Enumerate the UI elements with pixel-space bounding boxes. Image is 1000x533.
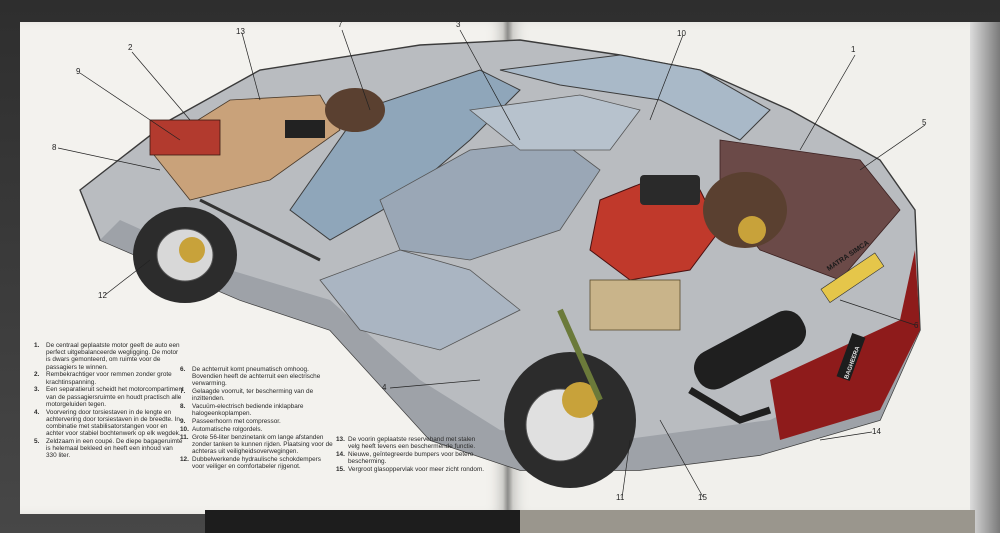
legend-item: 6. De achterruit komt pneumatisch omhoog.… bbox=[180, 366, 334, 388]
legend-item: 7. Gelaagde voorruit, ter bescherming van… bbox=[180, 388, 334, 402]
legend-number: 7. bbox=[180, 388, 186, 396]
legend-number: 12. bbox=[180, 456, 189, 463]
legend-number: 4. bbox=[34, 408, 40, 416]
legend-number: 5. bbox=[34, 438, 40, 446]
rear-seats bbox=[469, 94, 641, 151]
bottom-shadow bbox=[205, 510, 535, 533]
front-left-wheel bbox=[133, 207, 237, 303]
muffler bbox=[693, 310, 807, 390]
callout-10: 10 bbox=[677, 29, 686, 38]
background-edge bbox=[970, 22, 1000, 533]
legend-text: De achterruit komt pneumatisch omhoog. B… bbox=[192, 366, 321, 388]
rear-plate bbox=[820, 252, 885, 303]
legend-item: 9. Passeerhoorn met compressor. bbox=[180, 418, 334, 425]
callout-2: 2 bbox=[128, 43, 133, 52]
legend-text: De voorin geplaatste reserveband met sta… bbox=[348, 436, 476, 451]
legend-text: Passeerhoorn met compressor. bbox=[192, 418, 281, 426]
legend-item: 10.Automatische rolgordels. bbox=[180, 426, 334, 433]
legend-number: 6. bbox=[180, 366, 186, 373]
legend-item: 1. De centraal geplaatste motor geeft de … bbox=[34, 342, 184, 371]
legend-item: 15.Vergroot glasoppervlak voor meer zich… bbox=[336, 466, 486, 473]
lower-seats bbox=[319, 249, 521, 351]
legend-item: 4. Voorvering door torsiestaven in de len… bbox=[34, 409, 184, 438]
bottom-surface bbox=[520, 510, 975, 533]
tail-light bbox=[770, 250, 920, 440]
rear-glass bbox=[499, 54, 771, 141]
callout-4: 4 bbox=[382, 383, 387, 392]
legend-text: Dubbelwerkende hydraulische schokdempers… bbox=[192, 456, 321, 471]
legend-number: 3. bbox=[34, 386, 40, 394]
rear-left-wheel bbox=[703, 172, 787, 248]
callout-14: 14 bbox=[872, 427, 881, 436]
legend-text: Een separatieruit scheidt het motorcompa… bbox=[46, 386, 184, 408]
legend-item: 13.De voorin geplaatste reserveband met … bbox=[336, 436, 486, 450]
rear-right-wheel bbox=[504, 352, 636, 488]
legend-item: 12.Dubbelwerkende hydraulische schokdemp… bbox=[180, 456, 334, 470]
callout-9: 9 bbox=[76, 67, 81, 76]
legend-text: Grote 56-liter benzinetank om lange afst… bbox=[192, 433, 333, 456]
legend-number: 13. bbox=[336, 436, 345, 443]
legend-number: 2. bbox=[34, 371, 40, 379]
legend-number: 1. bbox=[34, 342, 40, 349]
brake-booster bbox=[149, 119, 221, 156]
legend-item: 8. Vacuüm-electrisch bediende inklapbare … bbox=[180, 403, 334, 417]
leader-lines bbox=[57, 29, 926, 499]
air-filter bbox=[640, 175, 700, 205]
legend-item: 11.Grote 56-liter benzinetank om lange a… bbox=[180, 434, 334, 456]
callout-12: 12 bbox=[98, 291, 107, 300]
callout-11: 11 bbox=[616, 493, 625, 502]
legend-number: 15. bbox=[336, 466, 345, 473]
legend-text: Gelaagde voorruit, ter bescherming van d… bbox=[192, 388, 314, 403]
legend-text: Nieuwe, geïntegreerde bumpers voor beter… bbox=[348, 451, 474, 466]
legend-number: 8. bbox=[180, 403, 186, 411]
callout-3: 3 bbox=[456, 20, 461, 29]
legend-text: Vacuüm-electrisch bediende inklapbare ha… bbox=[192, 403, 304, 418]
callout-8: 8 bbox=[52, 143, 57, 152]
legend-text: De centraal geplaatste motor geeft de au… bbox=[46, 342, 180, 371]
callout-1: 1 bbox=[851, 45, 856, 54]
front-torsion-bar bbox=[199, 198, 321, 262]
battery bbox=[285, 120, 325, 138]
legend-item: 2. Rembekrachtiger voor remmen zonder gro… bbox=[34, 371, 184, 385]
legend-column-2: 6. De achterruit komt pneumatisch omhoog.… bbox=[180, 366, 334, 471]
legend-item: 14.Nieuwe, geïntegreerde bumpers voor be… bbox=[336, 451, 486, 465]
legend-number: 14. bbox=[336, 451, 345, 458]
legend-item: 5. Zeldzaam in een coupé. De diepe bagage… bbox=[34, 438, 184, 460]
callout-6: 6 bbox=[914, 321, 919, 330]
exhaust-pipe bbox=[688, 386, 772, 424]
legend-text: Zeldzaam in een coupé. De diepe bagageru… bbox=[46, 438, 183, 460]
legend-number: 11. bbox=[180, 433, 189, 441]
legend-text: Voorvering door torsiestaven in de lengt… bbox=[46, 408, 181, 438]
callout-7: 7 bbox=[338, 20, 343, 29]
legend-column-1: 1. De centraal geplaatste motor geeft de … bbox=[34, 342, 184, 460]
gearbox bbox=[589, 279, 681, 331]
front-seats bbox=[379, 139, 601, 261]
legend-column-3: 13.De voorin geplaatste reserveband met … bbox=[336, 436, 486, 474]
legend-text: Vergroot glasoppervlak voor meer zicht r… bbox=[348, 466, 485, 473]
suspension-strut bbox=[557, 308, 603, 402]
side-plate bbox=[836, 332, 866, 382]
callout-15: 15 bbox=[698, 493, 707, 502]
legend-item: 3. Een separatieruit scheidt het motorcom… bbox=[34, 386, 184, 408]
legend-number: 9. bbox=[180, 418, 186, 426]
front-right-wheel bbox=[325, 88, 385, 132]
callout-5: 5 bbox=[922, 118, 927, 127]
callout-13: 13 bbox=[236, 27, 245, 36]
legend-text: Automatische rolgordels. bbox=[192, 426, 263, 433]
legend-text: Rembekrachtiger voor remmen zonder grote… bbox=[46, 371, 172, 386]
legend-number: 10. bbox=[180, 426, 189, 433]
